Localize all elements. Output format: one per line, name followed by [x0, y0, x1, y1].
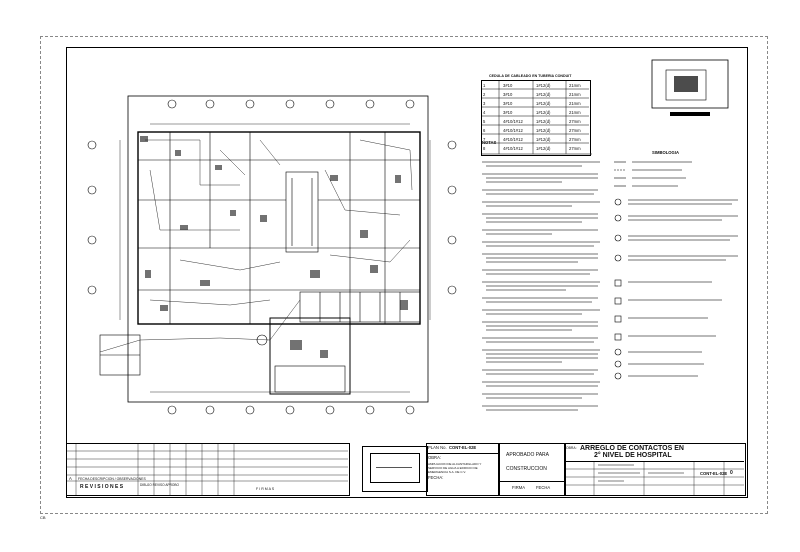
divider [426, 453, 498, 454]
approved-line2: CONSTRUCCION [506, 466, 547, 472]
notes-section: NOTAS [482, 140, 604, 420]
title-block: A FECHA DESCRIPCION / OBSERVACIONES R E … [66, 443, 746, 496]
row-diam: 27mm [569, 146, 581, 151]
divider [564, 461, 744, 462]
title-box [564, 443, 746, 496]
row-diam: 27mm [569, 137, 581, 142]
table-title: CEDULA DE CABLEADO EN TUBERIA CONDUIT [489, 74, 572, 78]
approval-box [498, 443, 566, 496]
approved-line1: APROBADO PARA [506, 452, 549, 458]
stamp-inner [370, 453, 420, 483]
row-id: 7 [483, 137, 486, 142]
row-id: 3 [483, 101, 486, 106]
title-field-label: OBRA: [566, 446, 577, 450]
row-diam: 21mm [569, 92, 581, 97]
revisions-grid [66, 443, 348, 495]
notes-text-lines [482, 153, 600, 411]
legend-title: SIMBOLOGIA [652, 150, 679, 155]
drawing-title-line2: 2° NIVEL DE HOSPITAL [594, 452, 672, 459]
key-plan [651, 59, 729, 116]
table-grid [481, 80, 589, 154]
row-tubo: 1#12(d) [536, 101, 551, 106]
row-cable: 3#10 [503, 101, 513, 106]
sheet-code: CONT-EL-02E [700, 471, 728, 476]
row-diam: 21mm [569, 110, 581, 115]
revisions-box [66, 443, 350, 496]
row-tubo: 1#12(d) [536, 110, 551, 115]
plan-info-box [426, 443, 500, 496]
revision-header: FECHA DESCRIPCION / OBSERVACIONES [78, 477, 146, 481]
row-cable: 4#10/1#12 [503, 128, 523, 133]
row-cable: 3#10 [503, 110, 513, 115]
revision-sub: DIBUJO REVISO APROBO [140, 483, 179, 487]
table-border [481, 80, 591, 156]
revisions-label: R E V I S I O N E S [80, 484, 124, 490]
fecha2-label: FECHA [536, 485, 551, 490]
row-cable: 3#10 [503, 83, 513, 88]
row-tubo: 1#12(d) [536, 128, 551, 133]
row-id: 1 [483, 83, 486, 88]
obra-label: OBRA: [428, 455, 442, 460]
sheet-revision: 0 [730, 470, 733, 476]
row-id: 4 [483, 110, 486, 115]
divider [498, 481, 564, 482]
stamp-line [376, 467, 412, 468]
row-tubo: 1#12(d) [536, 92, 551, 97]
corner-mark: CB [40, 515, 46, 520]
fecha-label: FECHA: [428, 475, 444, 480]
row-diam: 21mm [569, 101, 581, 106]
stamp-box [362, 446, 428, 492]
drawing-title-line1: ARREGLO DE CONTACTOS EN [580, 445, 684, 452]
row-id: 8 [483, 146, 486, 151]
row-tubo: 1#12(d) [536, 137, 551, 142]
drawing-frame [66, 47, 748, 498]
row-tubo: 1#12(d) [536, 146, 551, 151]
row-id: 6 [483, 128, 486, 133]
drawing-sheet-border [40, 36, 768, 514]
row-diam: 21mm [569, 83, 581, 88]
row-id: 2 [483, 92, 486, 97]
row-tubo: 1#12(d) [536, 83, 551, 88]
floor-plan [87, 95, 457, 415]
row-cable: 4#10/1#12 [503, 146, 523, 151]
title-grid [564, 461, 744, 495]
row-cable: 4#10/1#12 [503, 137, 523, 142]
row-diam: 27mm [569, 119, 581, 124]
signatures-label: F I R M A S [256, 487, 275, 491]
notes-title: NOTAS [482, 140, 497, 145]
row-diam: 27mm [569, 128, 581, 133]
revision-mark: A [69, 476, 72, 481]
row-cable: 4#10/1#12 [503, 119, 523, 124]
firma-label: FIRMA [512, 485, 526, 490]
legend-section: SIMBOLOGIA [612, 150, 740, 400]
legend-symbols [614, 161, 738, 380]
row-cable: 3#10 [503, 92, 513, 97]
plan-no-label: PLAN No. [428, 445, 447, 450]
row-id: 5 [483, 119, 486, 124]
row-tubo: 1#12(d) [536, 119, 551, 124]
obra-text: AMPLIACION DE ALCANTARILLADO Y SERVICIO … [428, 462, 482, 474]
plan-no: CONT-EL-02E [449, 445, 477, 450]
